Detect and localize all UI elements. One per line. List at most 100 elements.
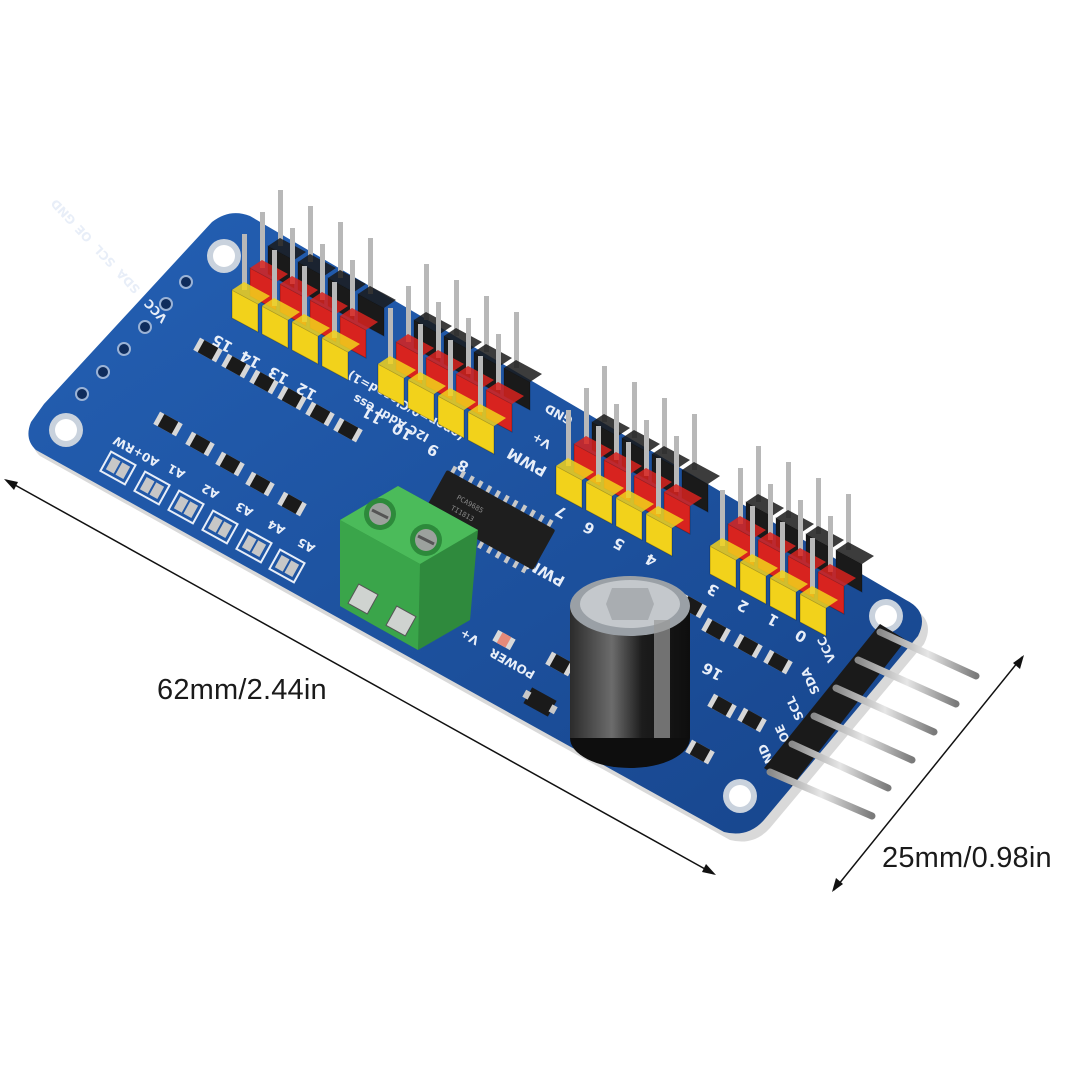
header-pin: [332, 282, 337, 338]
mounting-hole: [49, 413, 83, 447]
header-housing-top: [396, 334, 434, 356]
header-housing-top: [414, 312, 452, 334]
header-housing-top: [740, 554, 778, 576]
header-pin: [816, 478, 821, 534]
header-pin: [496, 334, 501, 390]
length-dimension-line: [4, 479, 716, 875]
servo-header-group-4-7: [555, 366, 720, 557]
header-pin: [768, 484, 773, 540]
header-pin: [596, 426, 601, 482]
right-angle-header: [764, 624, 980, 820]
header-housing-top: [310, 292, 348, 314]
header-housing-top: [438, 388, 476, 410]
header-pin: [614, 404, 619, 460]
capacitor: [570, 576, 690, 768]
header-pin: [466, 318, 471, 374]
header-pin: [308, 206, 313, 262]
header-housing-top: [746, 494, 784, 516]
header-pin: [320, 244, 325, 300]
header-pin: [798, 500, 803, 556]
header-housing-top: [604, 452, 642, 474]
header-housing-top: [408, 372, 446, 394]
header-housing-top: [426, 350, 464, 372]
header-pin: [674, 436, 679, 492]
header-pin: [632, 382, 637, 438]
header-housing-top: [556, 458, 594, 480]
header-pin: [566, 410, 571, 466]
header-housing-top: [340, 308, 378, 330]
header-housing-top: [262, 298, 300, 320]
header-housing-top: [574, 436, 612, 458]
header-pin: [278, 190, 283, 246]
header-pin: [810, 538, 815, 594]
header-housing-top: [292, 314, 330, 336]
header-pin: [302, 266, 307, 322]
header-housing-top: [592, 414, 630, 436]
header-pin: [514, 312, 519, 368]
header-pin: [406, 286, 411, 342]
smd-resistors: [153, 337, 793, 765]
header-pin: [338, 222, 343, 278]
servo-header-group-8-11: [377, 264, 542, 455]
header-housing-top: [836, 542, 874, 564]
header-housing-top: [664, 484, 702, 506]
header-pin: [484, 296, 489, 352]
header-pin: [780, 522, 785, 578]
header-housing-top: [800, 586, 838, 608]
header-housing-top: [504, 360, 542, 382]
header-housing-top: [634, 468, 672, 490]
header-pin: [756, 446, 761, 502]
header-housing-top: [268, 238, 306, 260]
header-pin: [272, 250, 277, 306]
screw-terminal: [340, 486, 478, 650]
header-housing-top: [468, 404, 506, 426]
header-pin: [454, 280, 459, 336]
header-pin: [750, 506, 755, 562]
header-housing-top: [486, 382, 524, 404]
silk-scl: SCL: [91, 242, 119, 270]
header-housing-top: [378, 356, 416, 378]
header-pin: [662, 398, 667, 454]
header-housing-top: [586, 474, 624, 496]
length-dimension: 62mm/2.44in: [157, 674, 327, 706]
header-pin: [644, 420, 649, 476]
header-housing-top: [358, 286, 396, 308]
silk-sda: SDA: [113, 266, 143, 296]
header-housing-top: [328, 270, 366, 292]
header-pin: [260, 212, 265, 268]
header-housing-top: [280, 276, 318, 298]
left-header-labels: VCC SDA SCL OE GND: [48, 196, 170, 325]
header-housing-top: [456, 366, 494, 388]
header-pin: [626, 442, 631, 498]
header-housing-top: [250, 260, 288, 282]
servo-header-group-0-3: [709, 446, 874, 637]
header-pin: [656, 458, 661, 514]
diode: [522, 687, 558, 717]
header-housing-top: [622, 430, 660, 452]
header-pin: [478, 356, 483, 412]
header-housing-top: [710, 538, 748, 560]
header-housing-top: [818, 564, 856, 586]
header-pin: [448, 340, 453, 396]
header-pin: [418, 324, 423, 380]
header-pin: [584, 388, 589, 444]
header-pin: [290, 228, 295, 284]
width-dimension-line: [832, 655, 1024, 892]
header-pin: [436, 302, 441, 358]
header-pin: [720, 490, 725, 546]
power-led: [492, 629, 516, 651]
header-pin: [350, 260, 355, 316]
header-housing-top: [444, 328, 482, 350]
header-pin: [846, 494, 851, 550]
header-housing-top: [474, 344, 512, 366]
width-dimension: 25mm/0.98in: [882, 842, 1052, 874]
header-housing-top: [728, 516, 766, 538]
header-housing-top: [646, 506, 684, 528]
mounting-hole: [207, 239, 241, 273]
header-housing-top: [770, 570, 808, 592]
header-pin: [242, 234, 247, 290]
header-pin: [602, 366, 607, 422]
header-housing-top: [322, 330, 360, 352]
silk-oe: OE: [72, 222, 95, 245]
address-jumper-pads: [99, 450, 306, 584]
